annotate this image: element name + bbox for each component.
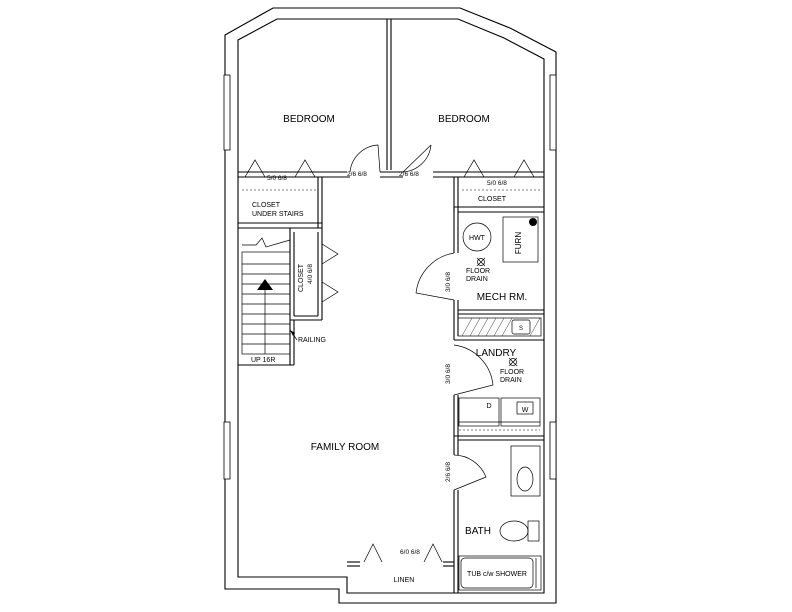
- bed-right-door-size: 2/6 6/8: [399, 171, 419, 178]
- bath-fixtures: [458, 445, 542, 591]
- laundry-sink: [511, 319, 531, 335]
- railing-label: RAILING: [298, 337, 326, 344]
- closet-left-size: 5/0 6/8: [267, 175, 287, 182]
- laundry-door-size: 3/0 6/8: [445, 364, 452, 384]
- bath-door-size: 2/6 6/8: [445, 462, 452, 482]
- floor-drain-mech-label-1: FLOOR: [466, 268, 490, 275]
- stairs-up-label: UP 16R: [251, 357, 275, 364]
- room-label-laundry: LANDRY: [476, 348, 517, 359]
- tub: [458, 555, 542, 591]
- room-label-bath: BATH: [465, 526, 491, 537]
- tub-shower-label: TUB c/w SHOWER: [467, 571, 527, 578]
- bed-left-door-size: 2/6 6/8: [347, 171, 367, 178]
- closet-vertical-size: 4/0 6/8: [307, 264, 314, 284]
- swing-doors: [349, 144, 494, 491]
- furnace: [502, 216, 539, 263]
- linen-size: 6/0 6/8: [400, 549, 420, 556]
- laundry-fixtures: [457, 317, 542, 431]
- room-label-mech-room: MECH RM.: [477, 292, 528, 303]
- bifold-doors: [244, 159, 535, 563]
- floor-drain-laundry-icon: [508, 357, 518, 367]
- washer: [500, 397, 541, 427]
- floor-drain-mech-icon: [476, 257, 486, 267]
- floor-drain-laundry-label-1: FLOOR: [500, 369, 524, 376]
- window-right-upper: [549, 74, 557, 151]
- staircase: [241, 237, 298, 355]
- closet-under-stairs-label-2: UNDER STAIRS: [252, 211, 304, 218]
- mech-fixtures: [462, 216, 539, 267]
- closet-right-label: CLOSET: [478, 196, 507, 203]
- window-left-upper: [223, 74, 231, 151]
- hwt-label: HWT: [469, 235, 486, 242]
- dryer: [458, 397, 500, 427]
- linen-label: LINEN: [394, 577, 415, 584]
- furnace-label: FURN: [514, 232, 523, 254]
- labels: BEDROOM BEDROOM FAMILY ROOM MECH RM. LAN…: [251, 114, 529, 584]
- hot-water-tank: [462, 222, 492, 252]
- room-label-family-room: FAMILY ROOM: [311, 442, 380, 453]
- closet-under-stairs-label-1: CLOSET: [252, 202, 281, 209]
- interior-walls: [238, 19, 544, 593]
- washer-label: W: [522, 407, 529, 414]
- mech-door-size: 3/0 6/8: [445, 272, 452, 292]
- closet-vertical-label: CLOSET: [298, 263, 305, 292]
- window-left-lower: [223, 421, 231, 480]
- toilet: [499, 520, 529, 542]
- dryer-label: D: [486, 403, 491, 410]
- sink-label: S: [519, 326, 523, 332]
- closet-right-size: 5/0 6/8: [487, 180, 507, 187]
- exterior-walls: [223, 7, 557, 604]
- window-right-lower: [549, 421, 557, 480]
- floor-drain-laundry-label-2: DRAIN: [500, 377, 522, 384]
- room-label-bedroom-left: BEDROOM: [283, 114, 335, 125]
- room-label-bedroom-right: BEDROOM: [438, 114, 490, 125]
- vanity: [510, 445, 541, 497]
- floor-drain-mech-label-2: DRAIN: [466, 276, 488, 283]
